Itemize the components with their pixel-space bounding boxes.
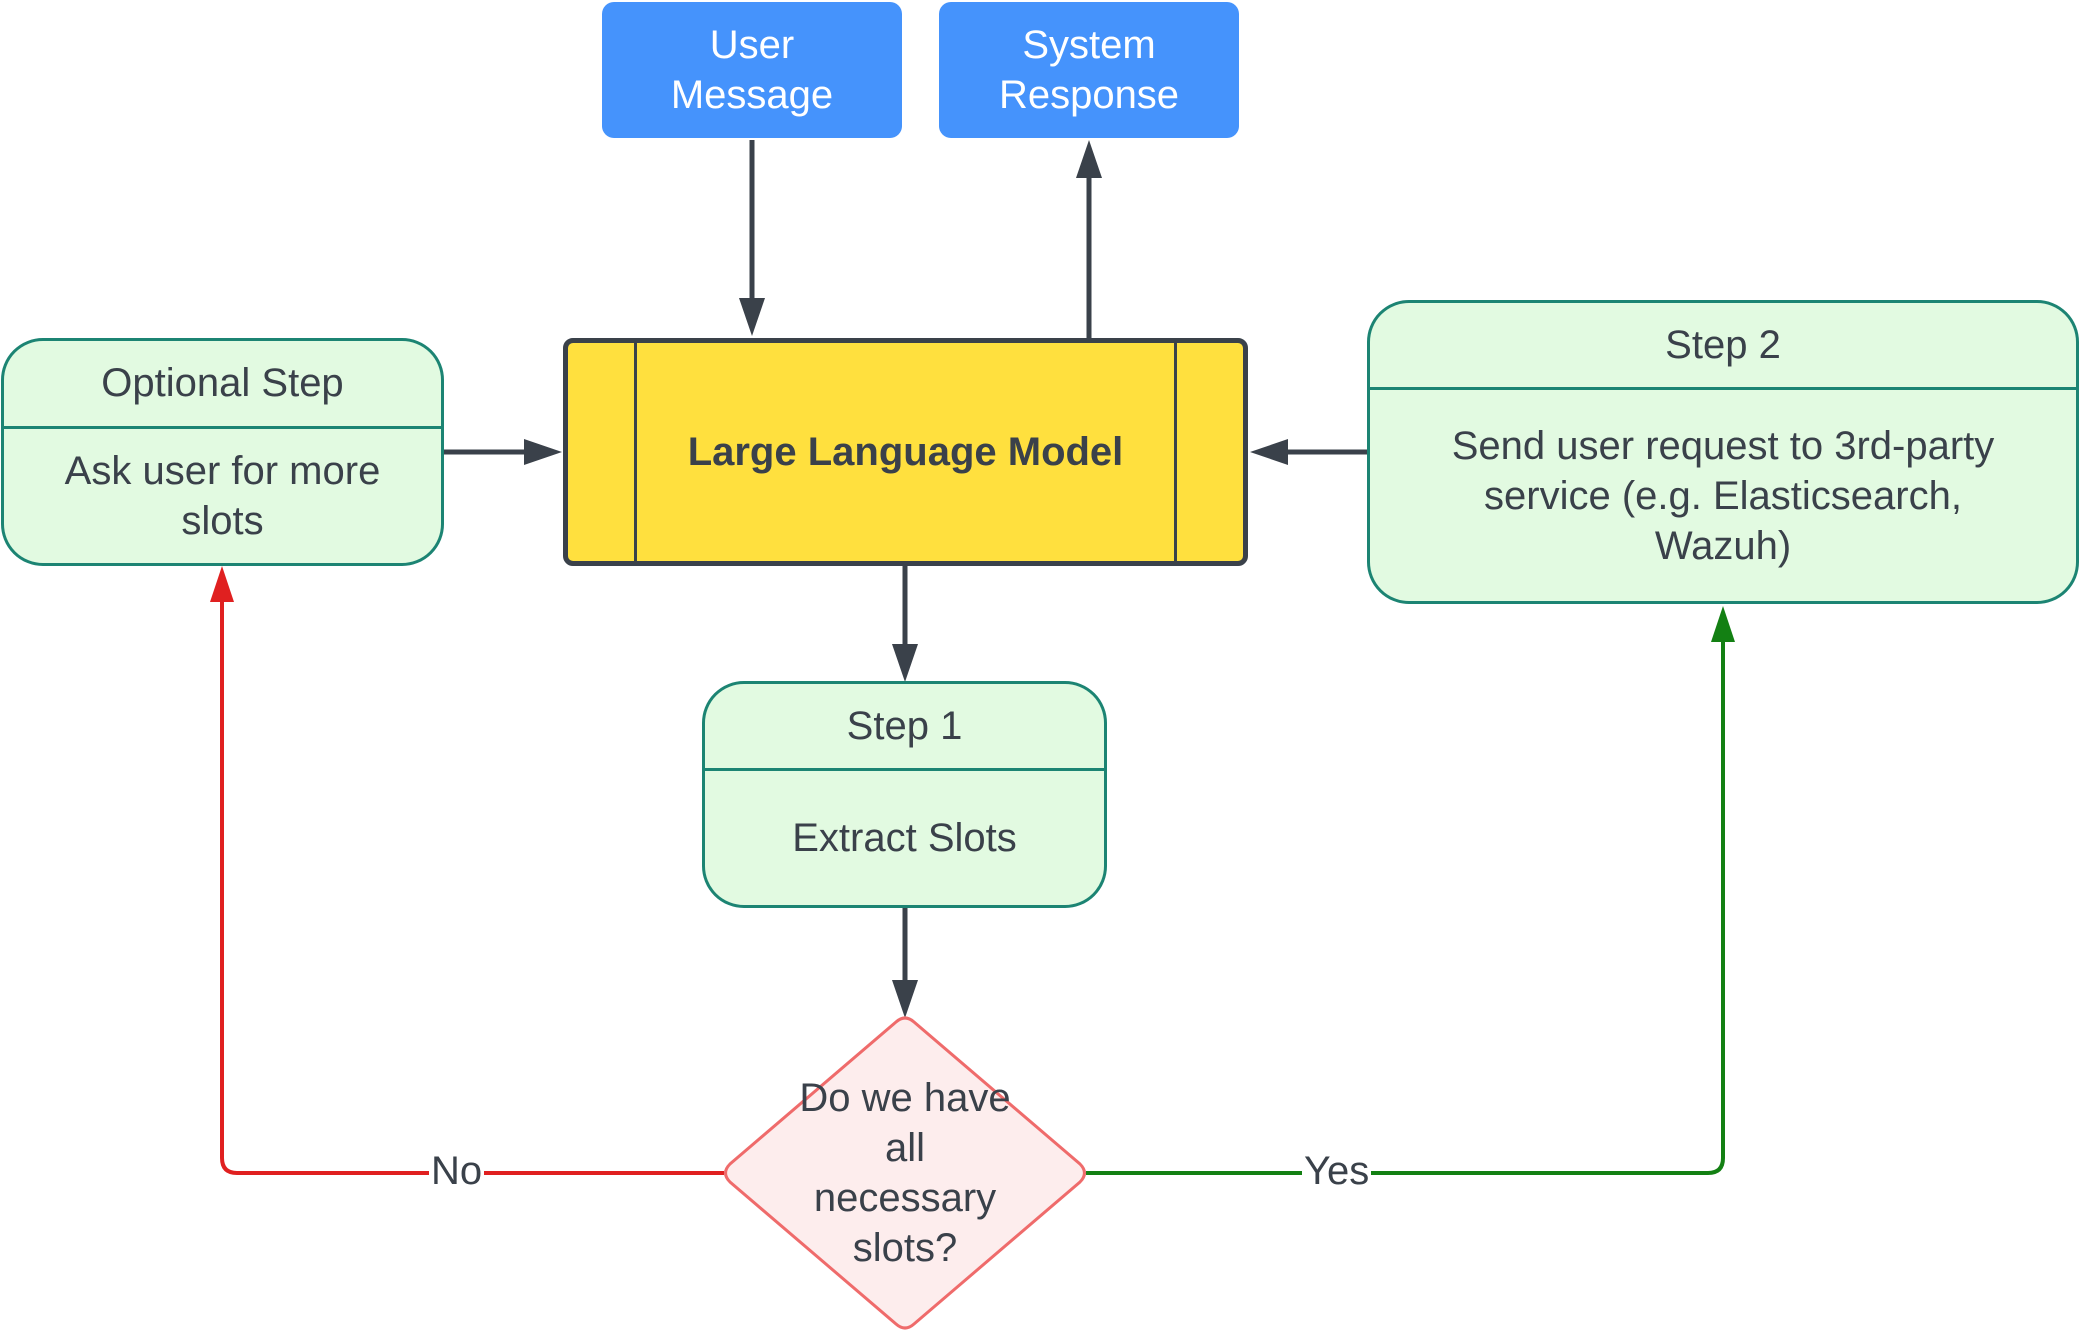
arrow-step1-to-decision xyxy=(892,908,918,1018)
llm-right-bar xyxy=(1174,343,1177,561)
decision-diamond xyxy=(724,1016,1086,1330)
optional-step-header: Optional Step xyxy=(4,341,441,429)
step2-body: Send user request to 3rd-party service (… xyxy=(1451,423,1995,568)
step2-node: Step 2 Send user request to 3rd-party se… xyxy=(1367,300,2079,604)
arrow-yes-to-step2 xyxy=(1086,606,1735,1175)
step1-node: Step 1 Extract Slots xyxy=(702,681,1107,908)
decision-label: Do we have all necessary slots? xyxy=(799,1076,1011,1270)
llm-label: Large Language Model xyxy=(687,429,1124,474)
step1-body: Extract Slots xyxy=(792,816,1017,860)
yes-edge-label: Yes xyxy=(1302,1149,1372,1193)
arrow-no-to-optional xyxy=(210,566,724,1175)
arrow-llm-to-step1 xyxy=(892,566,918,682)
system-response-node: System Response xyxy=(939,2,1239,138)
arrow-user-to-llm xyxy=(739,140,765,336)
arrow-llm-to-system xyxy=(1076,140,1102,338)
arrow-optional-to-llm xyxy=(444,439,562,465)
user-message-label: User Message xyxy=(670,23,834,117)
arrow-step2-to-llm xyxy=(1250,439,1367,465)
step2-header: Step 2 xyxy=(1370,303,2076,390)
system-response-label: System Response xyxy=(998,23,1180,117)
llm-node: Large Language Model xyxy=(563,338,1248,566)
step1-header: Step 1 xyxy=(705,684,1104,771)
user-message-node: User Message xyxy=(602,2,902,138)
optional-step-body: Ask user for more slots xyxy=(64,449,381,543)
llm-left-bar xyxy=(634,343,637,561)
optional-step-node: Optional Step Ask user for more slots xyxy=(1,338,444,566)
no-edge-label: No xyxy=(429,1149,485,1193)
